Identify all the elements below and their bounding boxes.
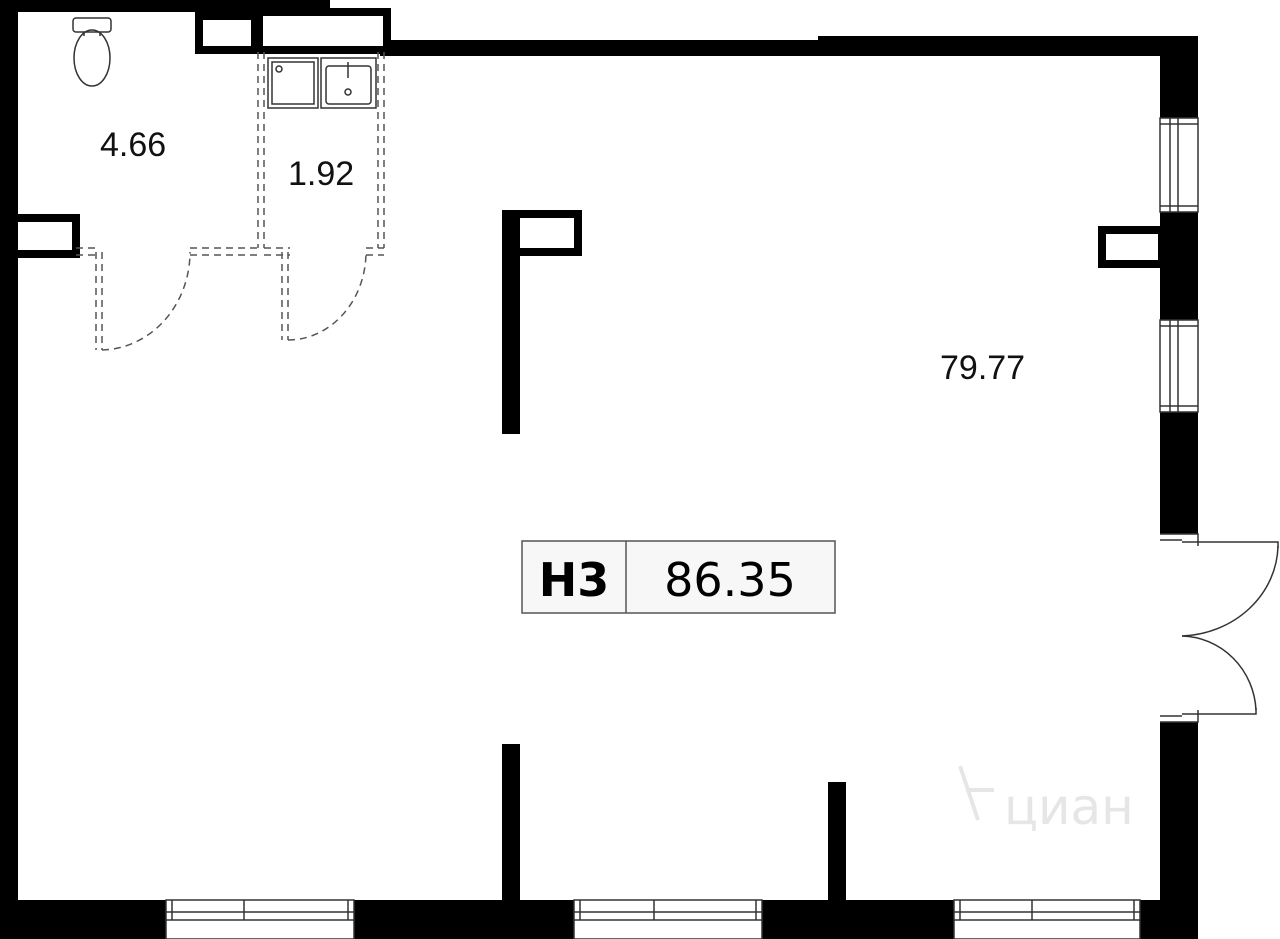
shower-tray-icon <box>267 57 319 109</box>
window-bottom-1 <box>165 899 355 939</box>
right-wall-mid1 <box>1160 212 1198 320</box>
interior-doors <box>95 251 367 351</box>
entrance-door <box>1160 533 1279 723</box>
partition-lower-left <box>502 744 520 904</box>
columns <box>10 8 1166 268</box>
partition-upper-cap <box>512 210 582 256</box>
partition-lower-right <box>828 782 846 904</box>
bottom-wall-3 <box>762 900 954 939</box>
windows <box>165 117 1199 939</box>
column-right <box>1098 226 1166 268</box>
window-bottom-3 <box>953 899 1141 939</box>
column-top-1 <box>195 12 259 54</box>
column-left <box>10 214 80 258</box>
watermark-logo-icon <box>958 765 994 821</box>
left-wall <box>0 0 18 939</box>
right-wall-mid2 <box>1160 412 1198 534</box>
window-right-mid <box>1159 319 1199 413</box>
fixtures <box>72 17 377 109</box>
unit-badge: Н3 86.35 <box>521 540 836 614</box>
unit-badge-box <box>521 540 836 614</box>
outer-walls <box>0 0 1198 939</box>
top-wall-bathroom <box>0 0 330 12</box>
room-area-kitchenette: 1.92 <box>288 155 354 193</box>
bottom-wall-2 <box>354 900 574 939</box>
top-wall-main <box>380 40 820 56</box>
watermark: циан <box>958 765 1134 836</box>
toilet-icon <box>72 17 112 87</box>
watermark-text: циан <box>1004 778 1134 836</box>
partition-upper <box>502 210 520 434</box>
right-wall-top <box>1160 36 1198 118</box>
room-area-bathroom: 4.66 <box>100 126 166 164</box>
column-top-2 <box>255 8 391 54</box>
window-right-top <box>1159 117 1199 213</box>
bottom-wall-4 <box>1140 900 1198 939</box>
window-bottom-2 <box>573 899 763 939</box>
bath-door-swing <box>101 251 191 351</box>
sink-icon <box>320 57 377 109</box>
unit-total-area: 86.35 <box>664 553 796 607</box>
kitchen-door-swing <box>287 251 367 341</box>
interior-walls <box>502 210 846 904</box>
top-wall-right <box>818 36 1198 56</box>
bottom-wall-1 <box>0 900 166 939</box>
dashed-partitions <box>76 52 385 256</box>
room-area-main-hall: 79.77 <box>940 349 1025 387</box>
unit-code: Н3 <box>539 553 610 607</box>
